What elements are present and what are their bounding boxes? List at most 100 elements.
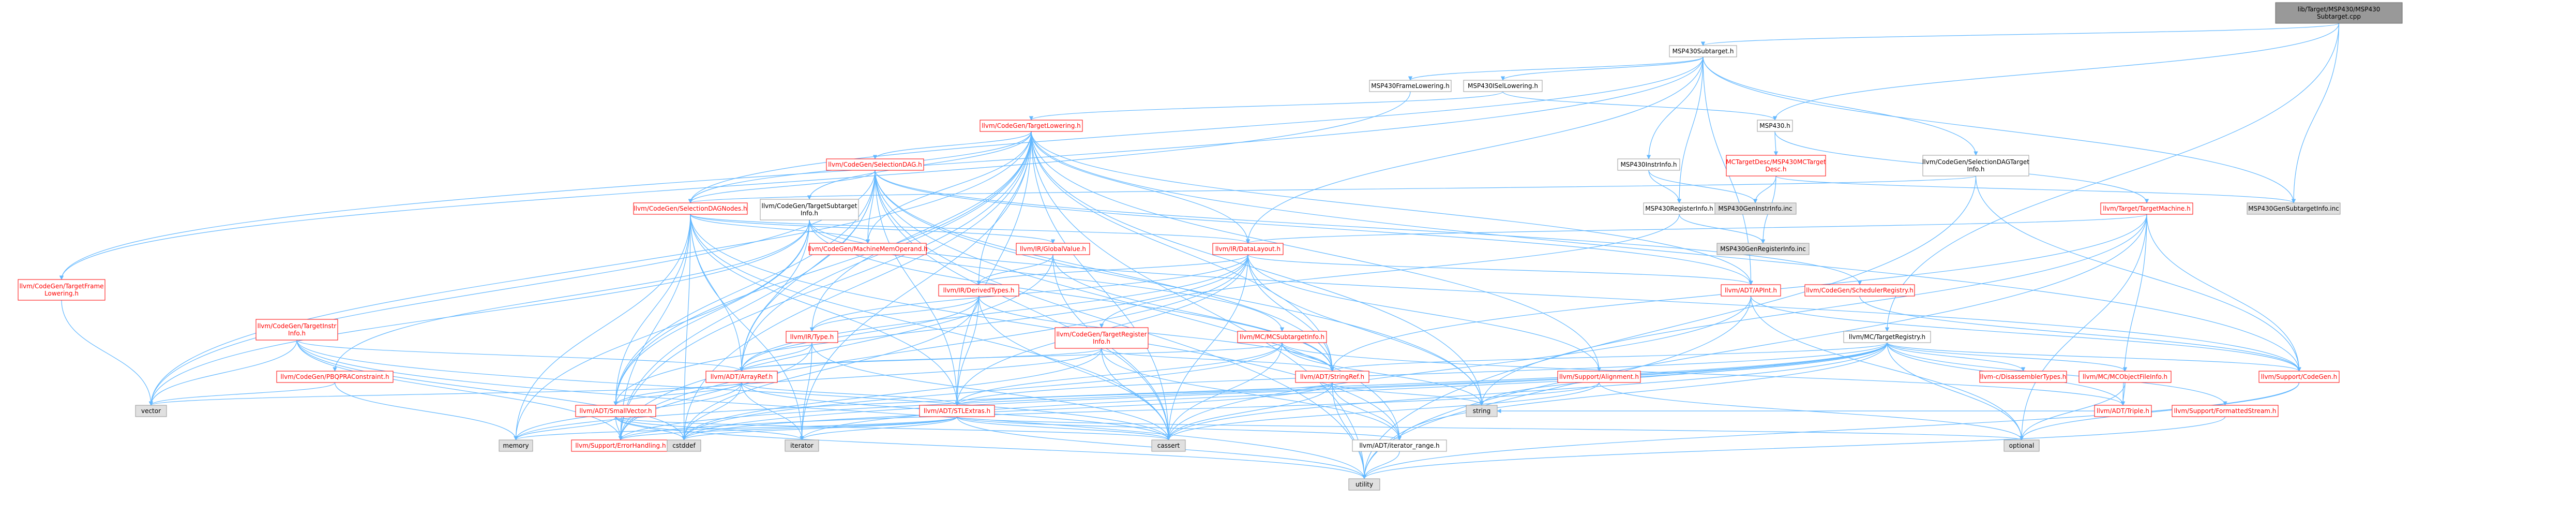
edge-targetregistry-h-to-optional bbox=[1887, 342, 2024, 440]
node-label: MSP430FrameLowering.h bbox=[1371, 82, 1449, 90]
graph-node-targetregistry-h: llvm/MC/TargetRegistry.h bbox=[1843, 331, 1931, 343]
edge-schedulerregistry-h-to-codegen-h bbox=[1859, 296, 2301, 372]
edge-irtype-h-to-arrayref-h bbox=[739, 342, 812, 372]
node-label: llvm/CodeGen/MachineMemOperand.h bbox=[808, 245, 928, 253]
graph-node-errorhandling-h[interactable]: llvm/Support/ErrorHandling.h bbox=[571, 439, 670, 452]
edge-msp430subtarget-h-to-selectiondagtargetinfo-h bbox=[1703, 56, 1978, 156]
node-label: llvm/IR/Type.h bbox=[790, 333, 834, 341]
edge-targetregisterinfo-h-to-smallvector-h bbox=[613, 348, 1102, 406]
edge-codegen-h-to-utility bbox=[1362, 382, 2300, 479]
node-box bbox=[575, 405, 656, 417]
edge-targetinstrinfo-h-to-cassert bbox=[296, 340, 1171, 440]
graph-node-codegentargetlowering-h[interactable]: llvm/CodeGen/TargetLowering.h bbox=[980, 120, 1083, 132]
graph-node-derivedtypes-h[interactable]: llvm/IR/DerivedTypes.h bbox=[938, 284, 1019, 297]
graph-node-msp430genregisterinfo-inc: MSP430GenRegisterInfo.inc bbox=[1716, 243, 1810, 255]
node-box bbox=[1721, 284, 1781, 297]
edge-msp430instrinfo-h-to-msp430geninstrinfo-inc bbox=[1648, 170, 1758, 203]
node-label: MSP430InstrInfo.h bbox=[1620, 161, 1677, 168]
graph-node-mcobjectfileinfo-h[interactable]: llvm/MC/MCObjectFileInfo.h bbox=[2078, 371, 2172, 383]
edge-arrayref-h-to-iterator bbox=[741, 382, 804, 440]
graph-node-targetmachine-h[interactable]: llvm/Target/TargetMachine.h bbox=[2100, 202, 2193, 215]
node-box bbox=[1557, 371, 1641, 383]
graph-node-msp430registerinfo-h: MSP430RegisterInfo.h bbox=[1643, 202, 1715, 215]
edge-selectiondag-h-to-errorhandling-h bbox=[618, 170, 876, 440]
graph-node-datalayout-h[interactable]: llvm/IR/DataLayout.h bbox=[1212, 243, 1284, 255]
graph-node-smallvector-h[interactable]: llvm/ADT/SmallVector.h bbox=[575, 405, 656, 417]
edge-stringref-h-to-cassert bbox=[1166, 382, 1333, 440]
edge-datalayout-h-to-alignment-h bbox=[1247, 254, 1602, 372]
node-box bbox=[1716, 243, 1810, 255]
edge-targetmachine-h-to-codegen-h bbox=[2146, 214, 2301, 372]
edge-smallvector-h-to-utility bbox=[615, 416, 1367, 479]
node-label: Info.h bbox=[801, 210, 818, 217]
node-label: optional bbox=[2009, 442, 2035, 449]
edge-derivedtypes-h-to-stringref-h bbox=[978, 296, 1335, 372]
graph-node-arrayref-h[interactable]: llvm/ADT/ArrayRef.h bbox=[705, 371, 778, 383]
graph-node-stlextras-h[interactable]: llvm/ADT/STLExtras.h bbox=[919, 405, 995, 417]
edge-targetinstrinfo-h-to-errorhandling-h bbox=[296, 340, 623, 440]
node-box bbox=[1726, 155, 1826, 176]
graph-node-irtype-h[interactable]: llvm/IR/Type.h bbox=[786, 331, 838, 343]
edge-targetregistry-h-to-errorhandling-h bbox=[618, 342, 1888, 440]
edge-msp430instrinfo-h-to-msp430registerinfo-h bbox=[1648, 170, 1682, 203]
graph-node-formattedstream-h[interactable]: llvm/Support/FormattedStream.h bbox=[2172, 405, 2279, 417]
edge-codegentargetlowering-h-to-machinememoperand-h bbox=[865, 131, 1032, 244]
graph-node-stringref-h[interactable]: llvm/ADT/StringRef.h bbox=[1295, 371, 1369, 383]
edge-arrayref-h-to-smallvector-h bbox=[613, 382, 742, 406]
node-label: llvm/CodeGen/SelectionDAGTarget bbox=[1922, 158, 2029, 166]
edge-smallvector-h-to-memory bbox=[514, 416, 616, 440]
node-box bbox=[2094, 405, 2152, 417]
node-label: llvm-c/DisassemblerTypes.h bbox=[1980, 373, 2067, 380]
edge-codegentargetlowering-h-to-utility bbox=[1031, 131, 1367, 479]
graph-node-machinememoperand-h[interactable]: llvm/CodeGen/MachineMemOperand.h bbox=[808, 243, 928, 255]
graph-node-triple-h[interactable]: llvm/ADT/Triple.h bbox=[2094, 405, 2152, 417]
node-box bbox=[1979, 371, 2067, 383]
edge-msp430registerinfo-h-to-targetregisterinfo-h bbox=[1099, 214, 1680, 328]
node-box bbox=[938, 284, 1019, 297]
edge-codegentargetlowering-h-to-apint-h bbox=[1031, 131, 1753, 285]
edge-selectiondagnodes-h-to-globalvalue-h bbox=[690, 214, 1056, 244]
graph-node-globalvalue-h[interactable]: llvm/IR/GlobalValue.h bbox=[1016, 243, 1090, 255]
edge-targetregistry-h-to-codegen-h bbox=[1887, 342, 2301, 372]
edge-root-to-msp430-h bbox=[1772, 23, 2340, 121]
node-box bbox=[2247, 202, 2341, 215]
node-label: MSP430.h bbox=[1759, 122, 1790, 129]
node-label: MCTargetDesc/MSP430MCTarget bbox=[1726, 158, 1826, 166]
graph-node-selectiondag-h[interactable]: llvm/CodeGen/SelectionDAG.h bbox=[826, 158, 924, 171]
edge-globalvalue-h-to-derivedtypes-h bbox=[976, 254, 1053, 285]
graph-node-alignment-h[interactable]: llvm/Support/Alignment.h bbox=[1557, 371, 1641, 383]
edge-selectiondagnodes-h-to-machinememoperand-h bbox=[690, 214, 870, 244]
node-label: string bbox=[1473, 407, 1490, 415]
edge-selectiondag-h-to-smallvector-h bbox=[613, 170, 876, 406]
edge-targetregistry-h-to-memory bbox=[514, 342, 1888, 440]
graph-node-schedulerregistry-h[interactable]: llvm/CodeGen/SchedulerRegistry.h bbox=[1804, 284, 1915, 297]
graph-node-disassemblertypes-h[interactable]: llvm-c/DisassemblerTypes.h bbox=[1979, 371, 2067, 383]
graph-node-pbqpraconstraint-h[interactable]: llvm/CodeGen/PBQPRAConstraint.h bbox=[276, 371, 394, 383]
graph-node-selectiondagnodes-h[interactable]: llvm/CodeGen/SelectionDAGNodes.h bbox=[633, 202, 748, 215]
node-box bbox=[499, 439, 533, 452]
graph-node-cstddef: cstddef bbox=[667, 439, 701, 452]
node-box bbox=[2172, 405, 2279, 417]
graph-node-mcsubtargetinfo-h[interactable]: llvm/MC/MCSubtargetInfo.h bbox=[1237, 331, 1327, 343]
edge-targetregistry-h-to-cassert bbox=[1166, 342, 1888, 440]
edge-mcsubtargetinfo-h-to-arrayref-h bbox=[740, 342, 1283, 372]
node-label: lib/Target/MSP430/MSP430 bbox=[2298, 6, 2381, 13]
edge-derivedtypes-h-to-irtype-h bbox=[809, 296, 980, 332]
edge-selectiondagnodes-h-to-stlextras-h bbox=[690, 214, 959, 406]
edge-msp430isellowering-h-to-msp430-h bbox=[1502, 91, 1777, 121]
graph-node-string: string bbox=[1466, 405, 1498, 417]
graph-node-optional: optional bbox=[2003, 439, 2040, 452]
edge-stlextras-h-to-iterator bbox=[800, 416, 958, 440]
graph-node-codegen-h[interactable]: llvm/Support/CodeGen.h bbox=[2258, 371, 2340, 383]
graph-node-apint-h[interactable]: llvm/ADT/APInt.h bbox=[1721, 284, 1781, 297]
node-box bbox=[1757, 120, 1793, 132]
node-label: llvm/IR/DataLayout.h bbox=[1215, 245, 1281, 253]
node-label: llvm/CodeGen/TargetInstr bbox=[258, 322, 337, 330]
node-label: Desc.h bbox=[1766, 166, 1787, 173]
edge-formattedstream-h-to-utility bbox=[1362, 416, 2226, 479]
edge-msp430subtarget-h-to-datalayout-h bbox=[1245, 56, 1704, 244]
